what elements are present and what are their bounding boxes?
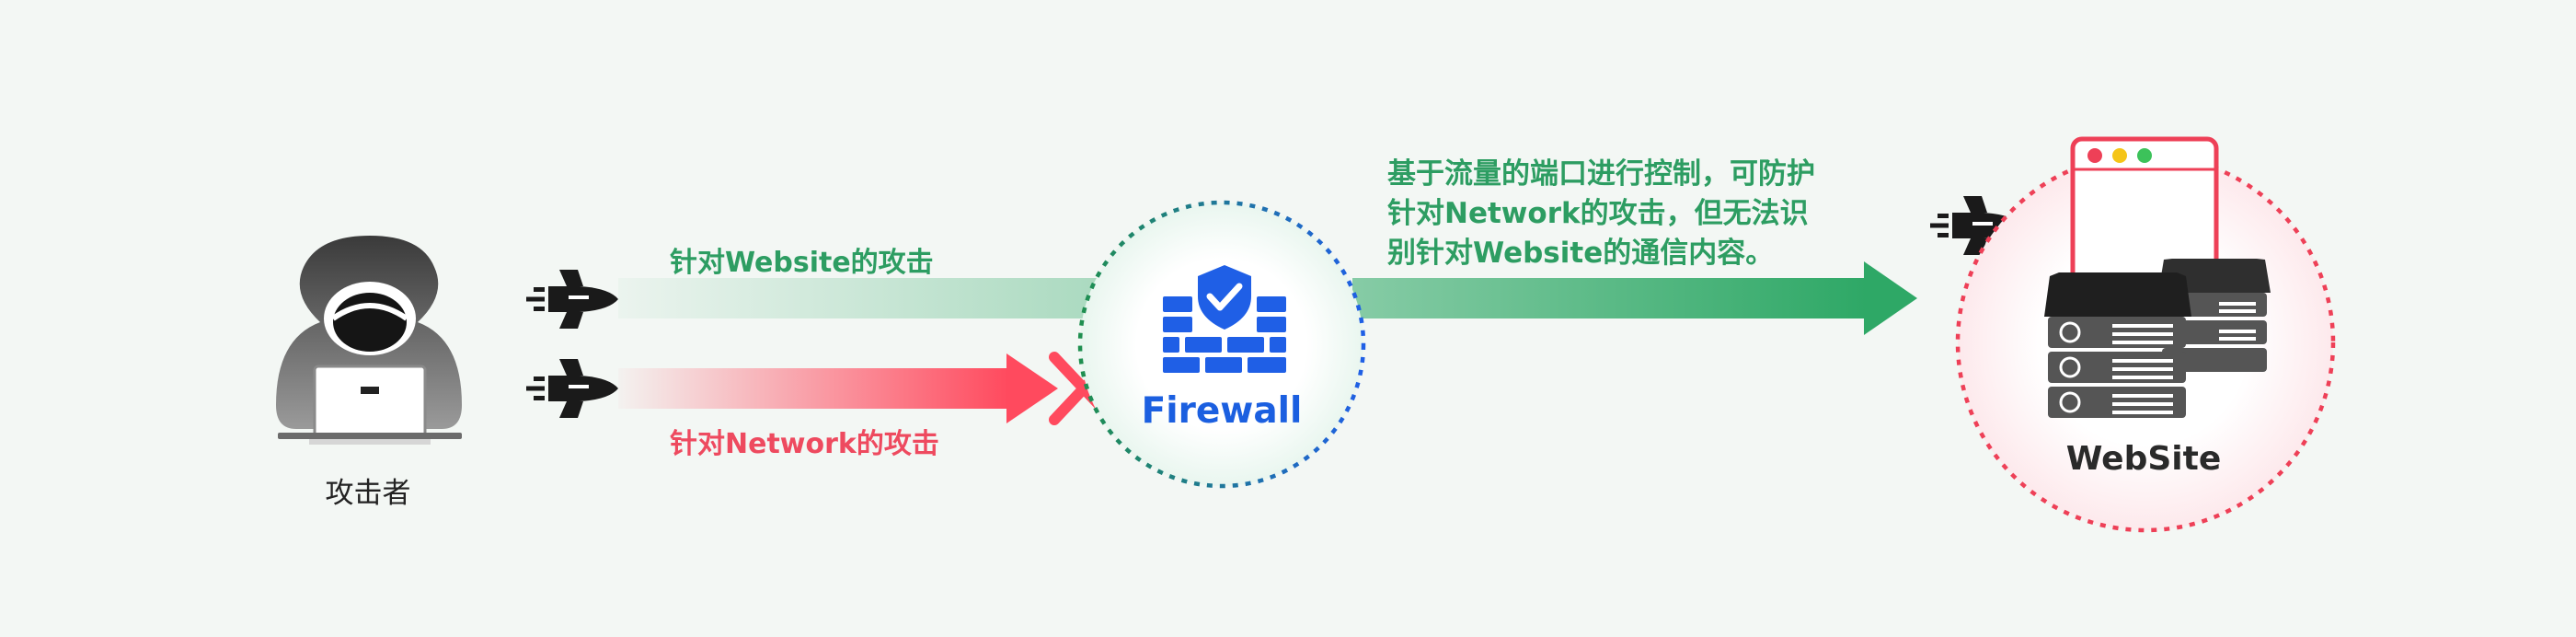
hacker-icon (276, 236, 462, 445)
server-icon (2044, 259, 2271, 418)
legit-traffic-bar (618, 278, 1115, 318)
website-label: WebSite (2065, 440, 2222, 478)
attacker-label: 攻击者 (325, 477, 411, 510)
shield-brick-wall-icon (1163, 265, 1286, 373)
malicious-traffic-label: 针对Network的攻击 (670, 428, 939, 460)
malicious-traffic-arrow (618, 353, 1058, 423)
firewall-description: 基于流量的端口进行控制，可防护针对Network的攻击，但无法识别针对Websi… (1387, 157, 1815, 270)
firewall-label: Firewall (1141, 390, 1303, 432)
legit-traffic-label: 针对Website的攻击 (670, 247, 934, 279)
passed-traffic-arrow (1352, 261, 1917, 335)
rocket-icon (526, 359, 618, 418)
rocket-icon (526, 270, 618, 329)
